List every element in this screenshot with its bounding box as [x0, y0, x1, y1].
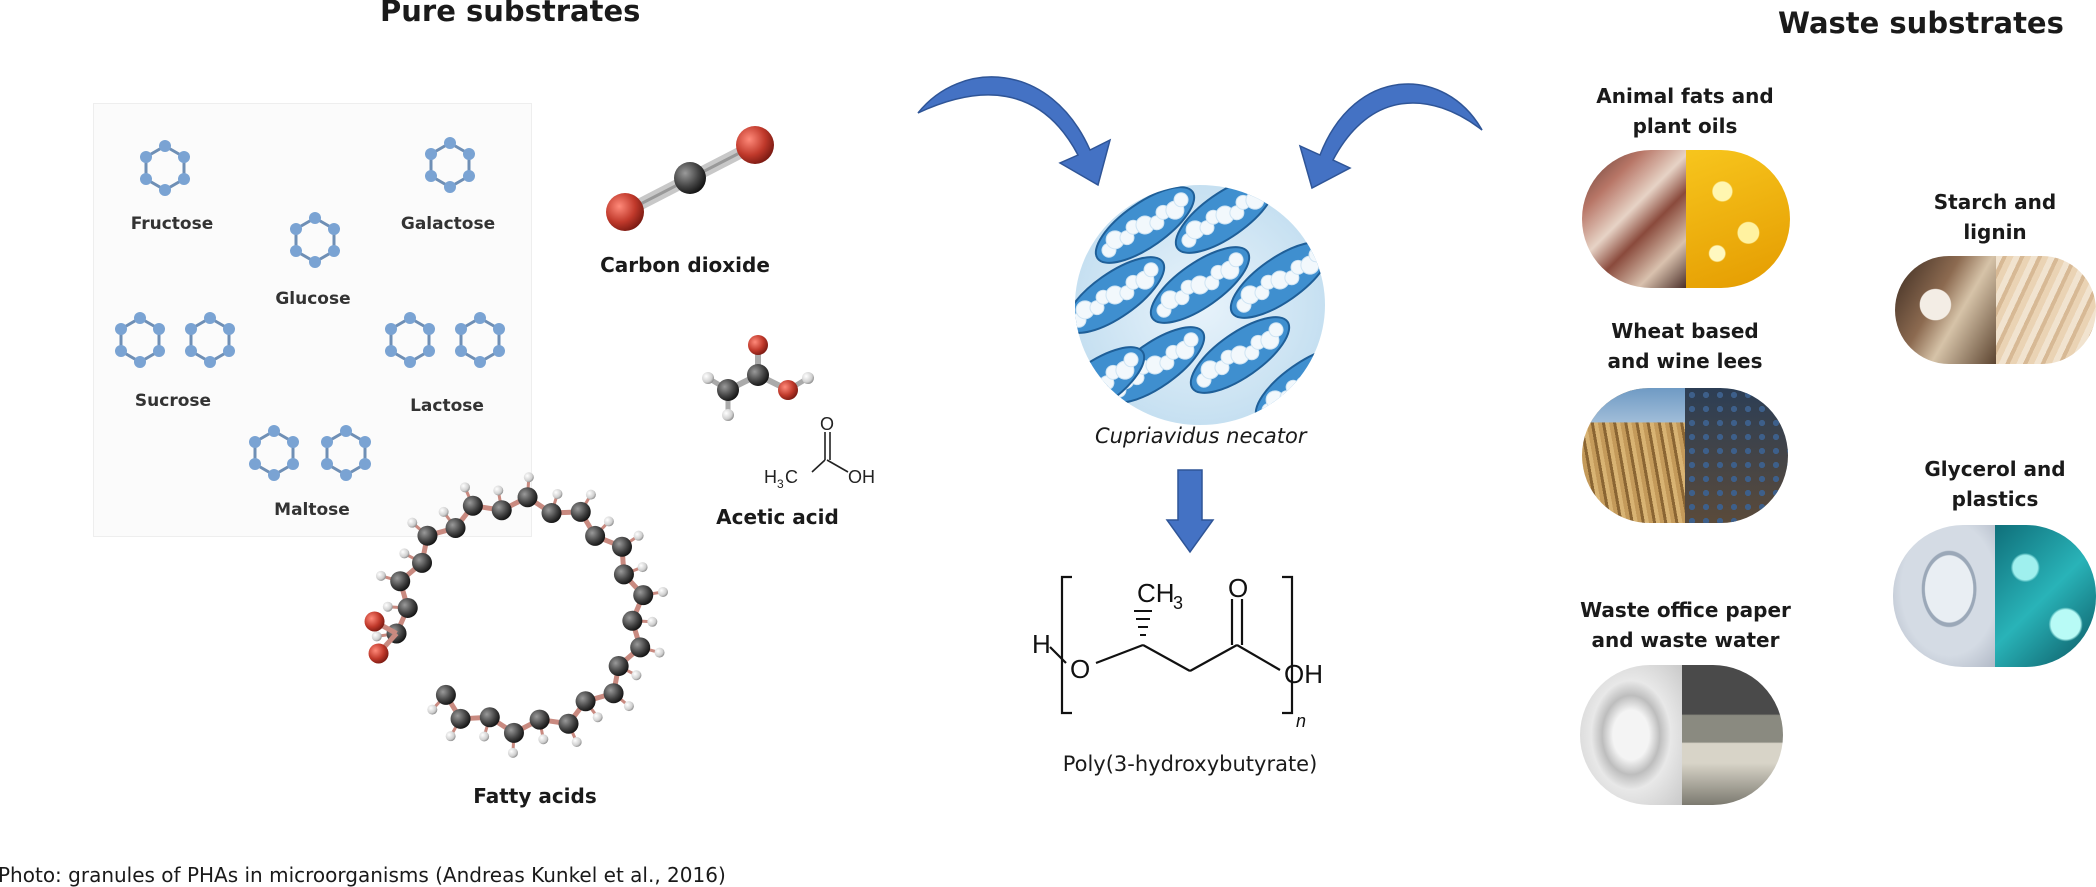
curved-arrow-left — [917, 76, 1112, 187]
animal-fats-label: Animal fats and plant oils — [1580, 81, 1790, 141]
phb-n-text: n — [1296, 711, 1306, 731]
acetic-acid-ball-model — [702, 335, 814, 421]
photo-caption: Photo: granules of PHAs in microorganism… — [0, 863, 726, 887]
acetic-acid-skeletal-formula: O H 3 C OH — [764, 414, 875, 491]
glycerol-plastics-label: Glycerol and plastics — [1895, 454, 2095, 514]
wheat-wine-label-line2: and wine lees — [1607, 349, 1763, 373]
fatty-acid-molecule — [364, 472, 668, 758]
microorganism-image — [1075, 185, 1325, 425]
wheat-wine-label-line1: Wheat based — [1611, 319, 1759, 343]
acetic-c-text: C — [785, 467, 798, 487]
phb-structure: H O CH 3 O OH n — [1032, 573, 1323, 731]
waste-paper-water-label-line2: and waste water — [1591, 628, 1780, 652]
glucose-label: Glucose — [275, 289, 351, 309]
glycerol-plastics-label-line1: Glycerol and — [1924, 457, 2066, 481]
wheat-wine-label: Wheat based and wine lees — [1580, 316, 1790, 376]
phb-o-carbonyl-text: O — [1228, 573, 1248, 603]
fructose-label: Fructose — [130, 214, 214, 234]
starch-lignin-image — [1895, 256, 2096, 364]
pure-substrates-heading: Pure substrates — [380, 0, 641, 28]
sucrose-label: Sucrose — [134, 391, 212, 411]
phb-o-ring-text: O — [1070, 654, 1090, 684]
maltose-structure — [247, 423, 373, 483]
lactose-structure — [383, 310, 507, 370]
phb-oh-text: OH — [1284, 659, 1323, 689]
waste-substrates-heading: Waste substrates — [1778, 6, 2064, 40]
galactose-label: Galactose — [400, 214, 496, 234]
organism-label: Cupriavidus necator — [1095, 424, 1307, 448]
product-label: Poly(3-hydroxybutyrate) — [1062, 752, 1318, 776]
animal-fats-label-line1: Animal fats and — [1596, 84, 1774, 108]
down-arrow — [1165, 469, 1215, 554]
maltose-label: Maltose — [274, 500, 350, 520]
animal-fats-image — [1582, 150, 1790, 288]
acetic-three-text: 3 — [777, 477, 784, 491]
glycerol-plastics-image — [1893, 525, 2096, 667]
fructose-structure — [138, 138, 192, 198]
sugar-ring-defs — [0, 0, 1, 1]
acetic-acid-label: Acetic acid — [716, 505, 839, 529]
starch-lignin-label-line1: Starch and — [1933, 190, 2057, 214]
starch-lignin-label: Starch and lignin — [1895, 187, 2095, 247]
phb-ch-text: CH — [1137, 578, 1175, 608]
glycerol-plastics-label-line2: plastics — [1951, 487, 2039, 511]
sucrose-structure — [113, 310, 237, 370]
acetic-o-text: O — [820, 414, 834, 434]
acetic-h-text: H — [764, 467, 777, 487]
waste-paper-water-label: Waste office paper and waste water — [1578, 595, 1793, 655]
phb-three-text: 3 — [1173, 593, 1183, 613]
curved-arrow-right — [1298, 83, 1483, 190]
lactose-label: Lactose — [410, 396, 484, 416]
fatty-acids-label: Fatty acids — [473, 784, 597, 808]
carbon-dioxide-molecule — [606, 126, 774, 231]
galactose-structure — [423, 135, 477, 195]
animal-fats-label-line2: plant oils — [1632, 114, 1738, 138]
glucose-structure — [288, 210, 342, 270]
wheat-wine-image — [1582, 388, 1788, 523]
carbon-dioxide-label: Carbon dioxide — [600, 253, 770, 277]
acetic-oh-text: OH — [848, 467, 875, 487]
waste-paper-water-image — [1580, 665, 1783, 805]
phb-h-text: H — [1032, 629, 1051, 659]
waste-paper-water-label-line1: Waste office paper — [1580, 598, 1791, 622]
sugars-panel — [93, 103, 532, 537]
starch-lignin-label-line2: lignin — [1963, 220, 2027, 244]
